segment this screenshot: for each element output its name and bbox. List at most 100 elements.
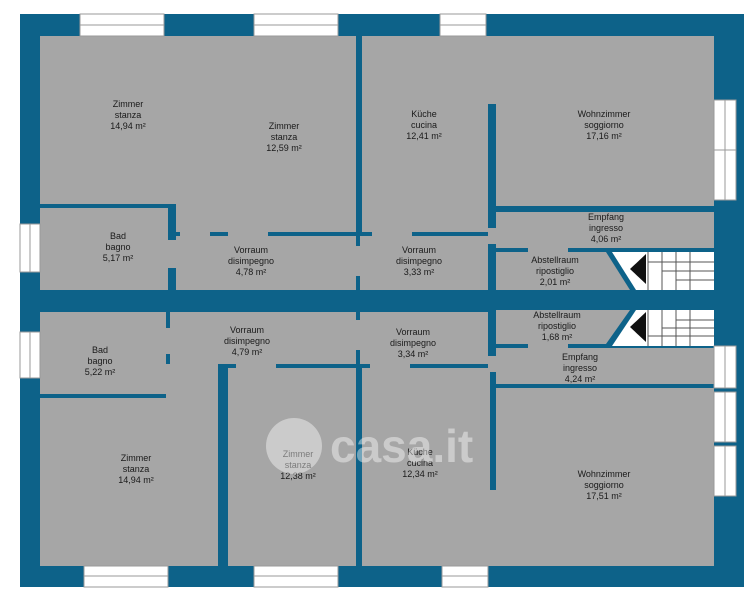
room-name-it: ripostiglio bbox=[538, 321, 576, 331]
room-name-de: Abstellraum bbox=[533, 310, 581, 320]
stair-lower-arrow-icon bbox=[630, 312, 646, 342]
label-wohnzimmer-1: Wohnzimmer soggiorno 17,16 m² bbox=[578, 109, 631, 141]
room-area: 1,68 m² bbox=[542, 332, 573, 342]
room-name-it: disimpegno bbox=[224, 336, 270, 346]
room-zimmer-2 bbox=[224, 36, 356, 232]
label-abstellraum-2: Abstellraum ripostiglio 1,68 m² bbox=[533, 310, 581, 342]
label-zimmer-3: Zimmer stanza 14,94 m² bbox=[118, 453, 154, 485]
label-vorraum-2: Vorraum disimpegno 3,33 m² bbox=[396, 245, 442, 277]
room-name-it: disimpegno bbox=[390, 338, 436, 348]
room-kueche-1-ext bbox=[488, 36, 510, 104]
central-wall bbox=[20, 290, 744, 310]
label-empfang-1: Empfang ingresso 4,06 m² bbox=[588, 212, 624, 244]
room-zimmer-1 bbox=[40, 36, 218, 204]
room-name-de: Küche bbox=[411, 109, 437, 119]
room-area: 4,79 m² bbox=[232, 347, 263, 357]
room-vorraum-4 bbox=[360, 312, 488, 364]
room-name-de: Vorraum bbox=[396, 327, 430, 337]
room-area: 12,59 m² bbox=[266, 143, 302, 153]
room-name-de: Empfang bbox=[588, 212, 624, 222]
label-zimmer-2: Zimmer stanza 12,59 m² bbox=[266, 121, 302, 153]
room-name-de: Wohnzimmer bbox=[578, 109, 631, 119]
stair-upper-steps bbox=[647, 252, 714, 290]
room-area: 5,17 m² bbox=[103, 253, 134, 263]
room-name-it: ripostiglio bbox=[536, 266, 574, 276]
room-name-de: Zimmer bbox=[283, 449, 314, 459]
room-name-it: bagno bbox=[105, 242, 130, 252]
room-zimmer-4 bbox=[228, 368, 356, 566]
room-name-de: Bad bbox=[110, 231, 126, 241]
label-zimmer-4: Zimmer stanza 12,38 m² bbox=[280, 449, 316, 481]
room-kueche-2-ext bbox=[490, 490, 512, 566]
room-area: 2,01 m² bbox=[540, 277, 571, 287]
stair-upper-arrow-icon bbox=[630, 254, 646, 284]
room-name-it: stanza bbox=[115, 110, 142, 120]
room-abstellraum-2 bbox=[496, 310, 630, 344]
house-icon bbox=[266, 418, 322, 474]
room-area: 17,51 m² bbox=[586, 491, 622, 501]
room-bad-2 bbox=[40, 312, 166, 394]
room-name-de: Zimmer bbox=[269, 121, 300, 131]
room-area: 17,16 m² bbox=[586, 131, 622, 141]
room-kueche-1 bbox=[362, 36, 488, 232]
room-name-it: cucina bbox=[407, 458, 433, 468]
room-name-de: Vorraum bbox=[402, 245, 436, 255]
room-vorraum-1 bbox=[176, 236, 356, 290]
label-abstellraum-1: Abstellraum ripostiglio 2,01 m² bbox=[531, 255, 579, 287]
room-area: 12,34 m² bbox=[402, 469, 438, 479]
door-openings bbox=[164, 228, 568, 372]
room-name-it: stanza bbox=[123, 464, 150, 474]
label-kueche-1: Küche cucina 12,41 m² bbox=[406, 109, 442, 141]
room-area: 3,34 m² bbox=[398, 349, 429, 359]
room-area: 12,38 m² bbox=[280, 471, 316, 481]
label-vorraum-4: Vorraum disimpegno 3,34 m² bbox=[390, 327, 436, 359]
label-bad-2: Bad bagno 5,22 m² bbox=[85, 345, 116, 377]
windows bbox=[19, 13, 737, 588]
room-name-it: bagno bbox=[87, 356, 112, 366]
room-name-it: ingresso bbox=[589, 223, 623, 233]
room-name-de: Zimmer bbox=[121, 453, 152, 463]
label-wohnzimmer-2: Wohnzimmer soggiorno 17,51 m² bbox=[578, 469, 631, 501]
room-name-it: stanza bbox=[285, 460, 312, 470]
label-zimmer-1: Zimmer stanza 14,94 m² bbox=[110, 99, 146, 131]
label-vorraum-1: Vorraum disimpegno 4,78 m² bbox=[228, 245, 274, 277]
label-empfang-2: Empfang ingresso 4,24 m² bbox=[562, 352, 598, 384]
room-name-de: Zimmer bbox=[113, 99, 144, 109]
room-area: 14,94 m² bbox=[118, 475, 154, 485]
room-name-de: Küche bbox=[407, 447, 433, 457]
label-bad-1: Bad bagno 5,17 m² bbox=[103, 231, 134, 263]
room-name-de: Abstellraum bbox=[531, 255, 579, 265]
room-area: 3,33 m² bbox=[404, 267, 435, 277]
watermark: casa.it bbox=[266, 418, 473, 474]
room-name-de: Empfang bbox=[562, 352, 598, 362]
label-vorraum-3: Vorraum disimpegno 4,79 m² bbox=[224, 325, 270, 357]
room-empfang-2 bbox=[496, 348, 714, 384]
room-name-it: cucina bbox=[411, 120, 437, 130]
room-area: 14,94 m² bbox=[110, 121, 146, 131]
room-area: 12,41 m² bbox=[406, 131, 442, 141]
room-area: 4,78 m² bbox=[236, 267, 267, 277]
room-name-de: Vorraum bbox=[230, 325, 264, 335]
room-name-it: disimpegno bbox=[396, 256, 442, 266]
room-name-it: soggiorno bbox=[584, 120, 624, 130]
room-area: 4,24 m² bbox=[565, 374, 596, 384]
room-bad-1 bbox=[40, 208, 168, 290]
watermark-text: casa.it bbox=[330, 420, 473, 472]
room-name-it: disimpegno bbox=[228, 256, 274, 266]
room-wohnzimmer-1 bbox=[496, 36, 714, 206]
room-name-de: Wohnzimmer bbox=[578, 469, 631, 479]
room-vorraum-2 bbox=[360, 236, 488, 290]
room-wohnzimmer-2 bbox=[496, 388, 714, 566]
room-kueche-2 bbox=[362, 368, 490, 566]
room-name-de: Bad bbox=[92, 345, 108, 355]
room-abstellraum-1 bbox=[496, 252, 630, 290]
room-name-it: ingresso bbox=[563, 363, 597, 373]
room-name-it: stanza bbox=[271, 132, 298, 142]
room-vorraum-3 bbox=[170, 312, 356, 364]
room-area: 4,06 m² bbox=[591, 234, 622, 244]
room-area: 5,22 m² bbox=[85, 367, 116, 377]
room-zimmer-3 bbox=[40, 364, 218, 566]
stair-lower-steps bbox=[647, 310, 714, 346]
room-empfang-1 bbox=[496, 212, 714, 248]
